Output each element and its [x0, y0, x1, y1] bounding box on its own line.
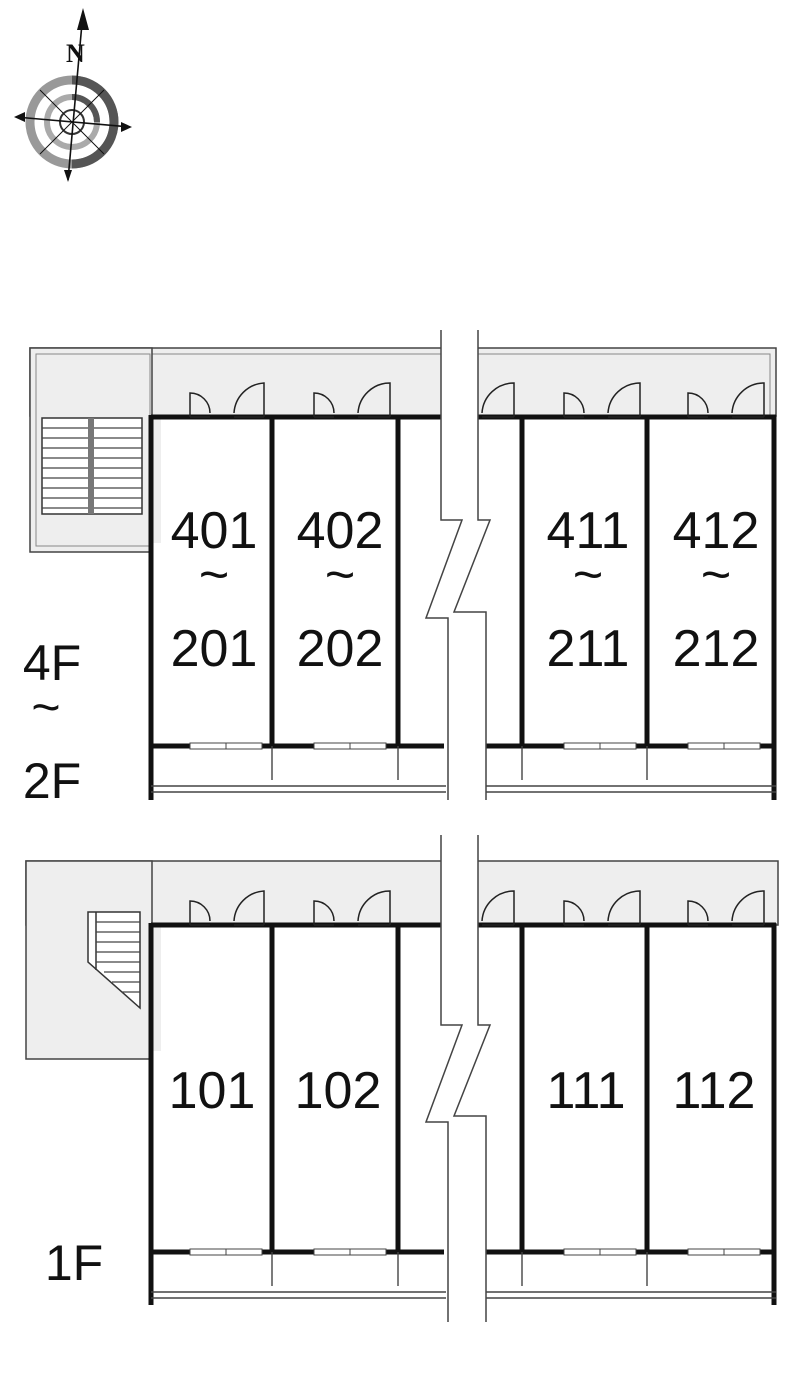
range-mark: ~: [325, 546, 355, 604]
unit-label: 211: [547, 620, 630, 678]
omission-break: [424, 835, 492, 1322]
floor-label: 2F: [23, 753, 81, 809]
range-mark: ~: [701, 546, 731, 604]
unit-label: 102: [295, 1062, 382, 1120]
staircase-icon: [41, 417, 143, 515]
unit-label: 412: [673, 502, 760, 560]
unit-label: 401: [171, 502, 258, 560]
ground-floor-block: 101 102 111 112 1F: [25, 835, 779, 1322]
range-mark: ~: [573, 546, 603, 604]
floor-label-upper: 4F ~ 2F: [23, 635, 81, 809]
door-icons: [189, 382, 765, 418]
unit-label: 411: [547, 502, 630, 560]
range-mark: ~: [199, 546, 229, 604]
floor-label: 4F: [23, 635, 81, 691]
unit-label: 111: [546, 1062, 625, 1120]
unit-label: 112: [673, 1062, 756, 1120]
unit-label: 212: [673, 620, 760, 678]
compass-north-label: N: [66, 39, 85, 68]
unit-label: 202: [297, 620, 384, 678]
unit-label: 201: [171, 620, 258, 678]
staircase-icon: [87, 911, 141, 1010]
omission-break: [424, 330, 492, 800]
door-icons: [189, 890, 765, 926]
unit-labels-lower: 101 102 111 112: [169, 1062, 756, 1120]
floor-label: 1F: [45, 1235, 103, 1291]
unit-label: 402: [297, 502, 384, 560]
compass-rose-icon: N: [14, 8, 132, 182]
unit-label: 101: [169, 1062, 256, 1120]
range-mark: ~: [31, 679, 60, 735]
unit-labels-upper: 401 ~ 201 402 ~ 202 411 ~ 211 412 ~ 212: [171, 502, 760, 678]
upper-floor-block: 401 ~ 201 402 ~ 202 411 ~ 211 412 ~ 212 …: [23, 330, 777, 809]
